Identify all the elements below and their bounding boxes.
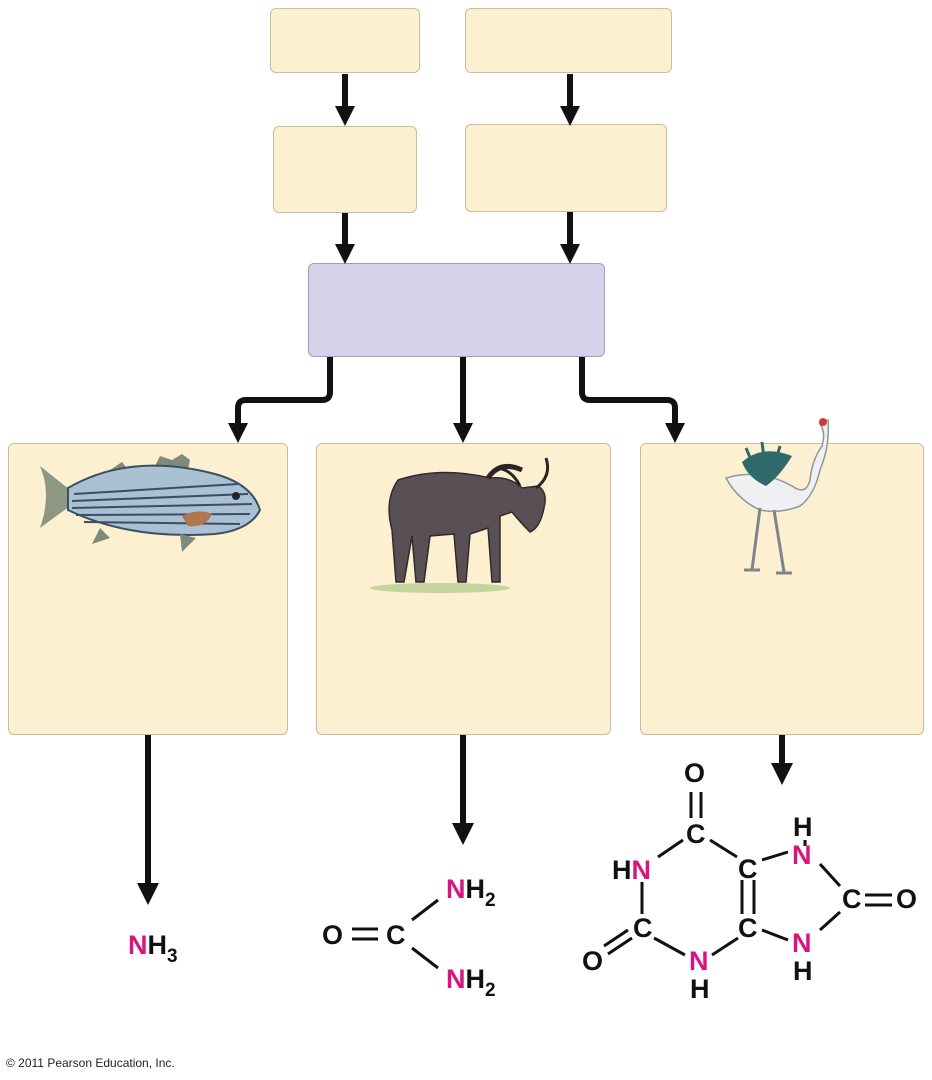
uric-h-bottom-right: H (793, 956, 813, 986)
uric-h-left: H (612, 855, 632, 885)
uric-o-bottom: O (582, 946, 603, 976)
arrowhead (771, 763, 793, 785)
intermediate-box-left (273, 126, 417, 213)
urea-o: O (322, 920, 343, 950)
arrowhead (453, 423, 473, 443)
central-box (308, 263, 605, 357)
svg-text:NH3: NH3 (128, 930, 178, 967)
arrow-center-to-fish (235, 357, 333, 424)
arrow-center-to-bird (579, 357, 678, 424)
svg-text:HN: HN (612, 855, 651, 885)
urea-n-top: N (446, 874, 466, 904)
ammonia-n: N (128, 930, 148, 960)
urea-h-top: H (466, 874, 486, 904)
urea-formula: O C NH2 NH2 (322, 874, 496, 1001)
uric-c-top: C (686, 819, 706, 849)
uric-h-bottom: H (690, 974, 710, 1004)
uric-c-left-bottom: C (633, 913, 653, 943)
arrowhead (560, 244, 580, 264)
wildebeest-image (370, 457, 550, 593)
uric-n-left: N (632, 855, 652, 885)
arrowhead (560, 106, 580, 126)
uric-o-top: O (684, 758, 705, 788)
uric-c-right-top: C (738, 854, 758, 884)
urea-h-bottom: H (466, 964, 486, 994)
uric-c-far-right: C (842, 884, 862, 914)
uric-n-top-right: N (792, 840, 812, 870)
intermediate-box-right (465, 124, 667, 212)
fish-image (40, 454, 262, 552)
ammonia-h: H (148, 930, 168, 960)
source-box-top-right (465, 8, 672, 73)
uric-n-bottom-right: N (792, 928, 812, 958)
uric-n-bottom: N (689, 946, 709, 976)
urea-c: C (386, 920, 406, 950)
uric-o-right: O (896, 884, 917, 914)
ammonia-subscript: 3 (167, 946, 178, 967)
uric-h-top-right: H (793, 812, 813, 842)
svg-text:NH2: NH2 (446, 874, 496, 911)
uric-c-right-bottom: C (738, 913, 758, 943)
svg-text:NH2: NH2 (446, 964, 496, 1001)
arrowhead (335, 244, 355, 264)
arrowhead (137, 883, 159, 905)
uric-acid-structure: O C HN C C C O N H H N C O N H (582, 758, 917, 1004)
urea-sub-bottom: 2 (485, 980, 496, 1001)
arrowhead (452, 823, 474, 845)
urea-n-bottom: N (446, 964, 466, 994)
arrowhead (335, 106, 355, 126)
copyright-text: © 2011 Pearson Education, Inc. (6, 1056, 175, 1070)
source-box-top-left (270, 8, 420, 73)
ammonia-formula: NH3 (128, 930, 178, 967)
arrowhead (228, 423, 248, 443)
urea-sub-top: 2 (485, 890, 496, 911)
arrowhead (665, 423, 685, 443)
crane-image (724, 418, 830, 575)
